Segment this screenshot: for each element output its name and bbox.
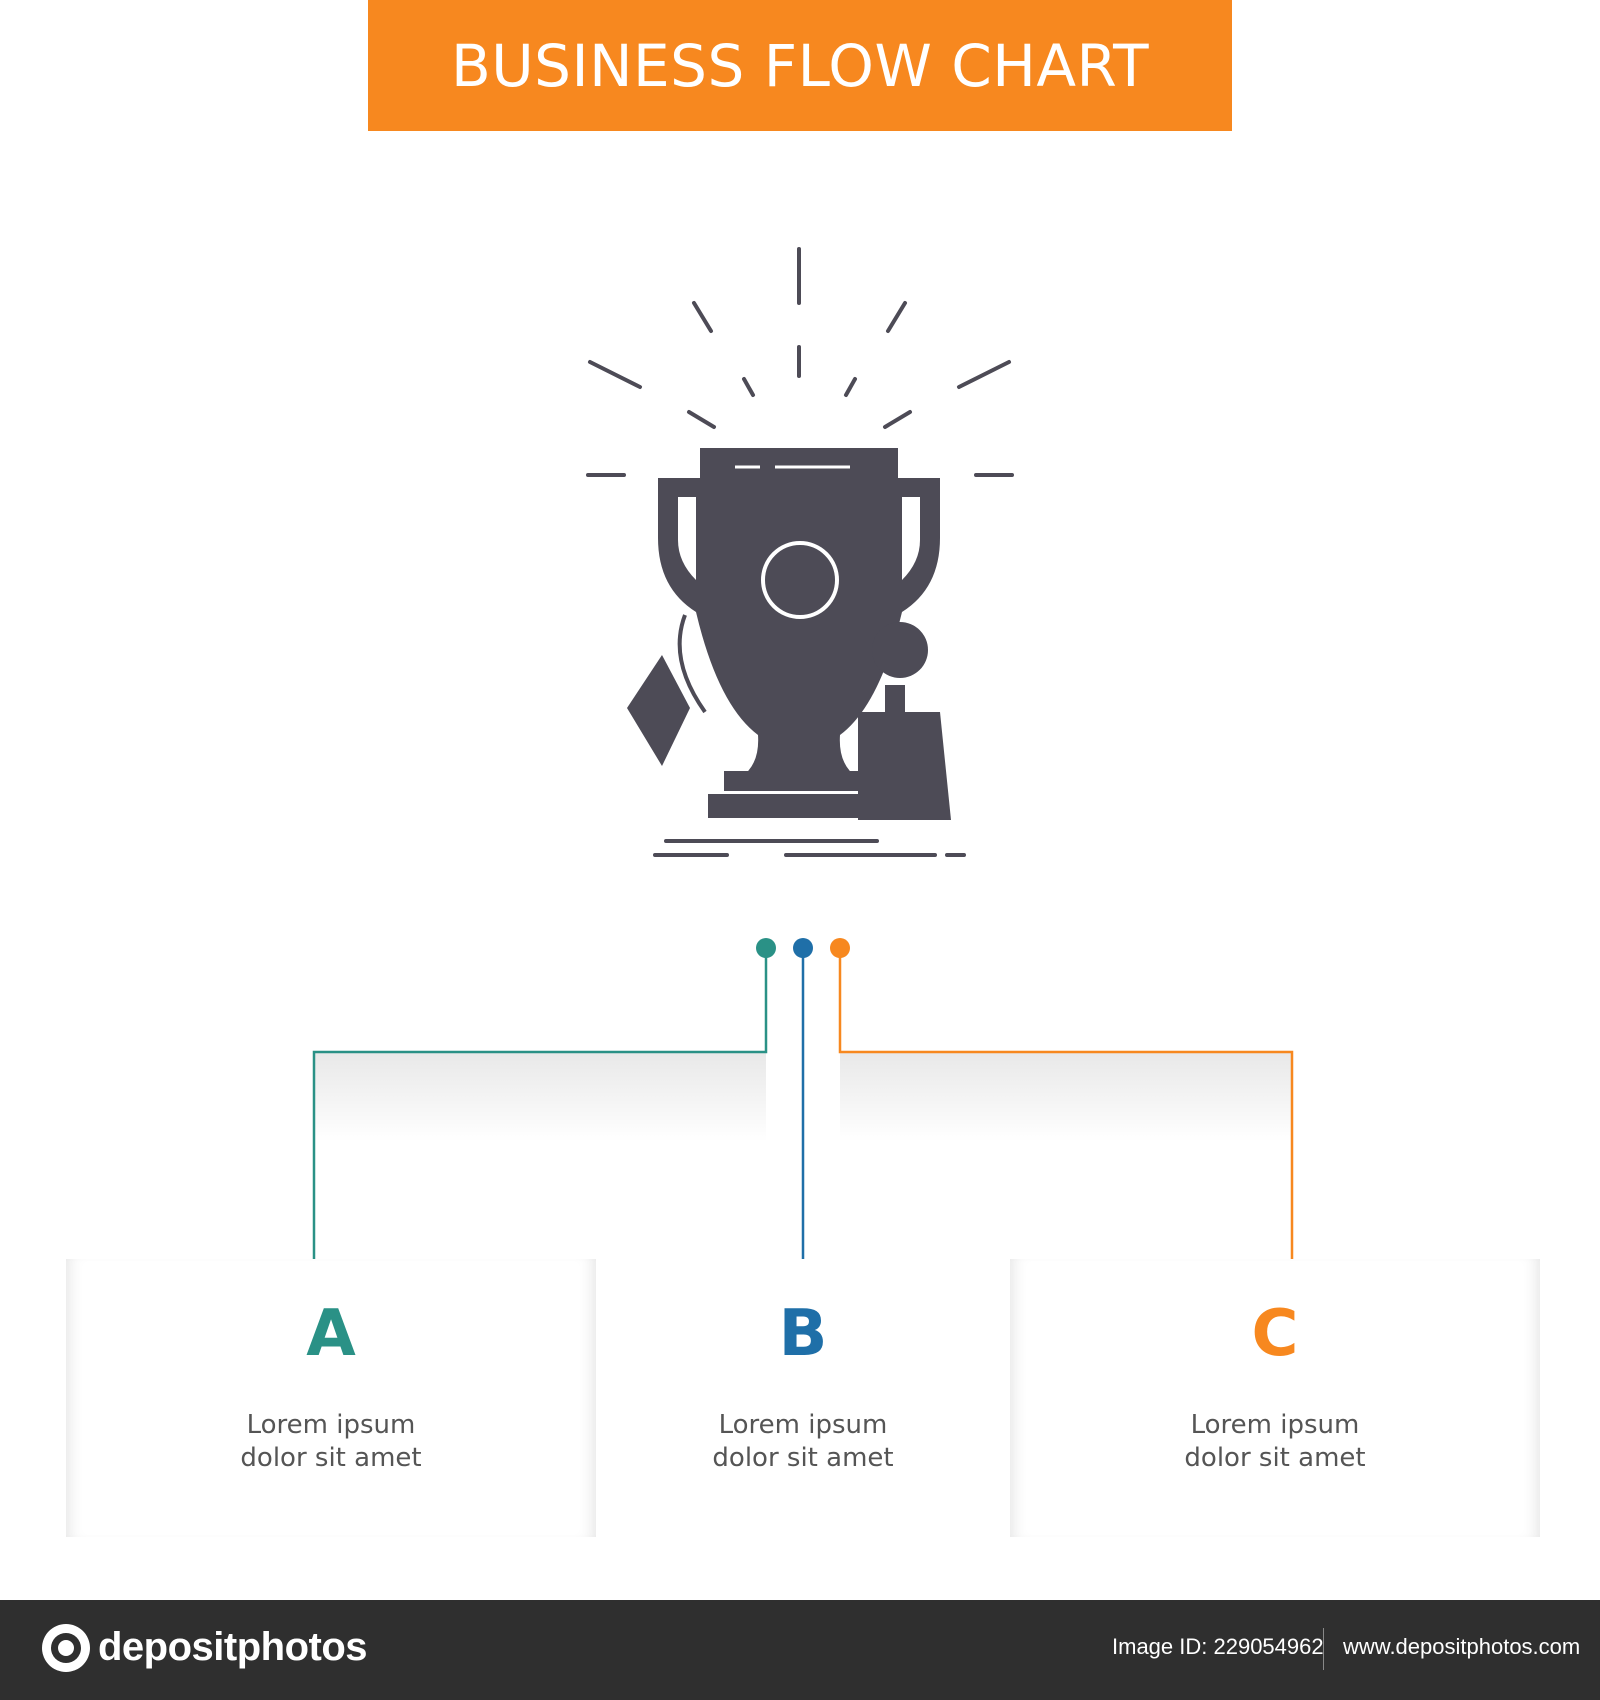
title-banner: BUSINESS FLOW CHART — [368, 0, 1232, 131]
footer-bar: depositphotos Image ID: 229054962 www.de… — [0, 1600, 1600, 1700]
card-letter: B — [778, 1297, 828, 1371]
brand-logo-text: depositphotos — [98, 1625, 368, 1669]
card-description: Lorem ipsum dolor sit amet — [66, 1409, 596, 1475]
chart-title: BUSINESS FLOW CHART — [450, 31, 1150, 100]
node-a — [756, 938, 776, 958]
card-text-line: dolor sit amet — [712, 1443, 894, 1473]
shadow-left — [314, 1052, 766, 1142]
footer-divider — [1323, 1628, 1324, 1670]
card-letter: A — [306, 1297, 356, 1371]
card-description: Lorem ipsum dolor sit amet — [538, 1409, 1068, 1475]
connector-c — [838, 948, 1294, 1276]
card-letter: C — [1251, 1297, 1299, 1371]
site-url-link[interactable]: www.depositphotos.com — [1343, 1634, 1581, 1659]
shadow-right — [840, 1052, 1292, 1142]
image-id-text: Image ID: 229054962 — [1112, 1634, 1324, 1659]
card-text-line: Lorem ipsum — [718, 1410, 888, 1440]
card-text-line: Lorem ipsum — [1190, 1410, 1360, 1440]
card-c: C Lorem ipsum dolor sit amet — [1010, 1259, 1540, 1537]
node-c — [830, 938, 850, 958]
card-text-line: dolor sit amet — [1184, 1443, 1366, 1473]
card-b: B Lorem ipsum dolor sit amet — [538, 1259, 1068, 1537]
card-text-line: Lorem ipsum — [246, 1410, 416, 1440]
connector-a — [312, 948, 768, 1276]
flow-diagram — [312, 247, 1294, 1276]
card-text-line: dolor sit amet — [240, 1443, 422, 1473]
card-a: A Lorem ipsum dolor sit amet — [66, 1259, 596, 1537]
card-description: Lorem ipsum dolor sit amet — [1010, 1409, 1540, 1475]
camera-logo-icon — [42, 1624, 90, 1672]
node-b — [793, 938, 813, 958]
trophy-award-icon — [586, 247, 1014, 857]
